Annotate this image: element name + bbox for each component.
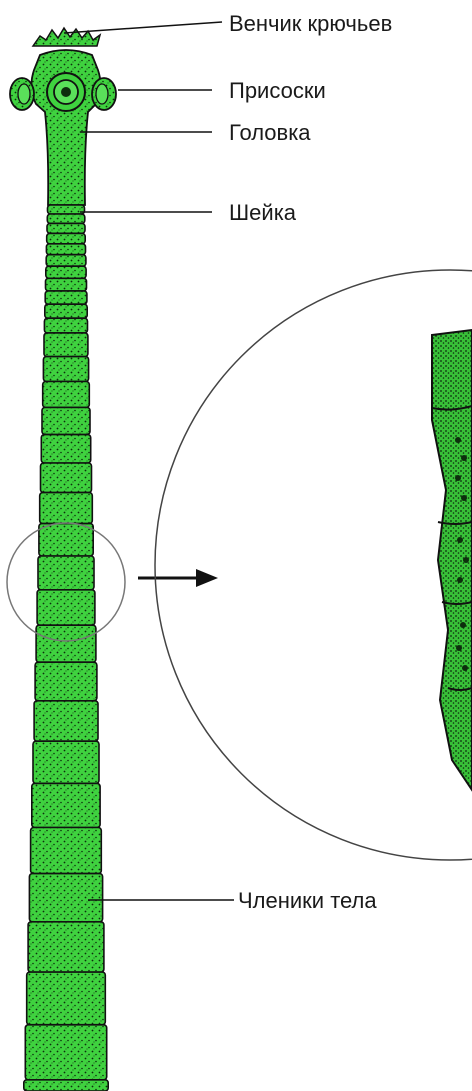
body-segment [24, 1080, 108, 1091]
body-segment [45, 291, 87, 304]
body-segment [46, 266, 86, 278]
right-sucker [92, 78, 116, 110]
body-segment [40, 493, 93, 524]
magnify-arrow [138, 569, 218, 587]
body-segment [29, 874, 102, 922]
central-sucker [47, 73, 85, 111]
left-sucker [10, 78, 34, 110]
body-segment [28, 922, 104, 972]
body-segment [48, 205, 85, 214]
body-segment [47, 223, 85, 233]
body-segment [47, 233, 85, 243]
body-segment [39, 524, 93, 556]
body-segment [31, 828, 102, 874]
body-segment [46, 255, 86, 267]
label-hooks: Венчик крючьев [229, 11, 392, 36]
body-segment [44, 333, 88, 357]
body-segment [41, 463, 92, 493]
body-segment [33, 741, 99, 783]
body-segment [47, 214, 85, 223]
body-segment [46, 278, 87, 291]
body-segment [42, 407, 90, 434]
body-segment [32, 783, 100, 827]
body-segment [35, 662, 97, 701]
body-segment [46, 244, 85, 255]
body-segment [43, 357, 88, 382]
zoom-detail [155, 270, 472, 860]
body-segment [37, 590, 95, 625]
body-segment [43, 382, 90, 408]
body-segment [34, 701, 98, 741]
body-segment [27, 972, 106, 1025]
body-segment [41, 435, 90, 463]
body-segment [38, 556, 94, 590]
label-head: Головка [229, 120, 311, 145]
body-segment [36, 625, 96, 662]
label-neck: Шейка [229, 200, 297, 225]
body-segment [25, 1025, 106, 1080]
scolex [10, 50, 116, 205]
label-suckers: Присоски [229, 78, 326, 103]
body-segment [44, 318, 87, 333]
leader-hooks [64, 22, 222, 33]
body-segment [45, 304, 87, 318]
label-segments: Членики тела [238, 888, 377, 913]
strobila [24, 205, 108, 1091]
